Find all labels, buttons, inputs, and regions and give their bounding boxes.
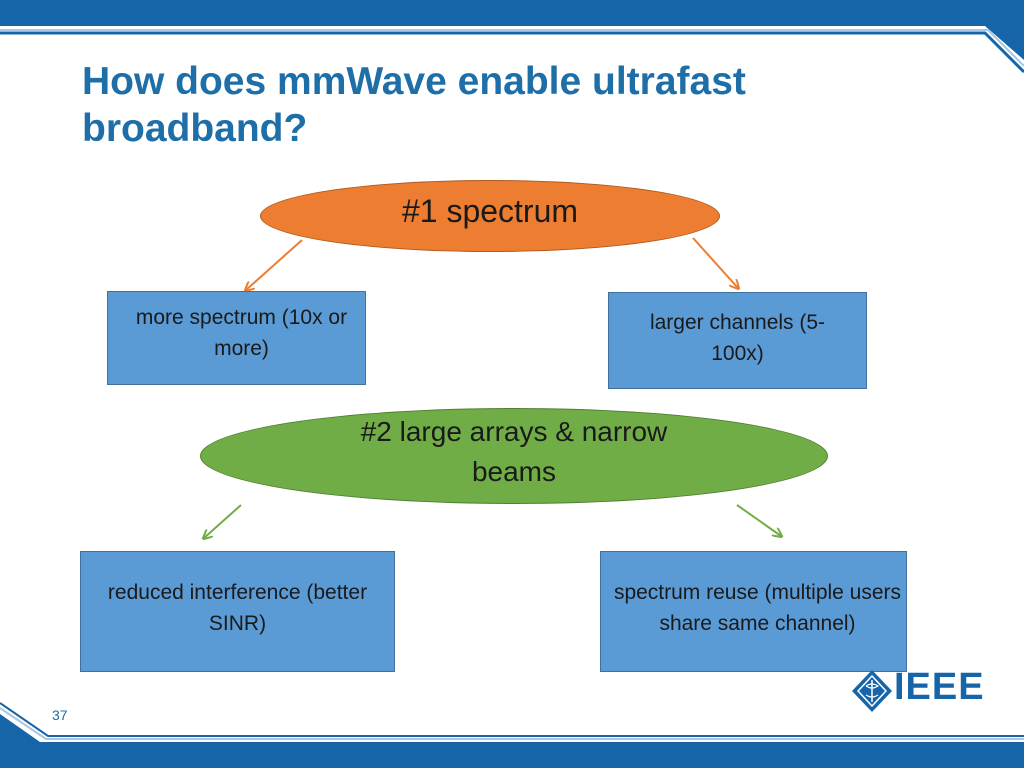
reduced-interference-label: reduced interference (better SINR) [107,580,368,635]
arrow-arrays-to-reuse [736,504,781,536]
spectrum-oval-label: #1 spectrum [401,192,579,229]
spectrum-reuse-box: spectrum reuse (multiple users share sam… [600,551,907,672]
larger-channels-box: larger channels (5-100x) [608,292,867,389]
ieee-logo [852,670,892,712]
arrow-spectrum-to-more [246,239,303,290]
more-spectrum-label: more spectrum (10x or more) [135,306,348,360]
arrow-arrays-to-interference [204,504,242,538]
spectrum-reuse-label: spectrum reuse (multiple users share sam… [613,580,902,635]
slide-title: How does mmWave enable ultrafast broadba… [82,60,746,150]
reduced-interference-box: reduced interference (better SINR) [80,551,395,672]
arrays-oval-label: #2 large arrays & narrow beams [360,416,668,487]
ieee-logo-text: IEEE [894,666,985,708]
arrow-spectrum-to-larger [692,237,738,288]
ieee-kite-icon [852,670,892,712]
spectrum-oval: #1 spectrum [260,180,720,252]
larger-channels-label: larger channels (5-100x) [649,310,826,365]
page-number: 37 [52,707,68,723]
more-spectrum-box: more spectrum (10x or more) [107,291,366,385]
arrays-oval: #2 large arrays & narrow beams [200,408,828,504]
